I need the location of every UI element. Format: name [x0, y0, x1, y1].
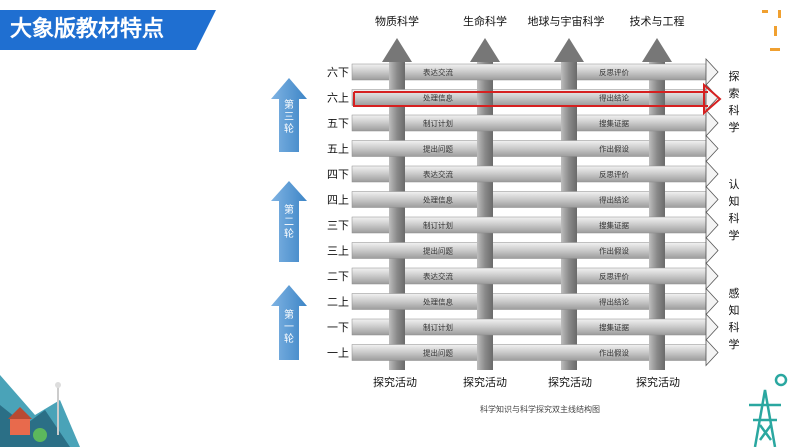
column-header: 地球与宇宙科学	[528, 14, 605, 28]
column-segment	[389, 63, 405, 81]
bottom-label: 探究活动	[373, 375, 417, 389]
activity-label-left: 处理信息	[423, 195, 453, 205]
column-header: 生命科学	[463, 14, 507, 28]
grade-band	[351, 287, 719, 316]
right-category-label: 探索科学	[729, 70, 740, 134]
column-segment	[561, 165, 577, 183]
grade-label: 六下	[327, 66, 349, 79]
activity-label-left: 处理信息	[423, 297, 453, 307]
round-arrow-1: 第一轮	[271, 285, 307, 360]
activity-label-right: 得出结论	[599, 195, 629, 205]
activity-label-left: 制订计划	[423, 220, 453, 230]
slide-title: 大象版教材特点	[0, 10, 196, 50]
column-segment	[389, 318, 405, 336]
column-arrow	[470, 38, 500, 370]
column-segment	[649, 139, 665, 158]
grade-label: 三下	[327, 219, 349, 232]
activity-label-right: 作出假设	[599, 348, 629, 358]
grade-label: 二下	[327, 270, 349, 283]
right-category-label: 认知科学	[729, 178, 740, 242]
activity-label-right: 搜集证据	[599, 322, 629, 332]
grade-label: 三上	[327, 245, 349, 258]
activity-label-left: 制订计划	[423, 322, 453, 332]
column-segment	[649, 343, 665, 362]
column-segment	[477, 190, 493, 209]
column-arrow	[382, 38, 412, 370]
round-arrow-3: 第三轮	[271, 78, 307, 152]
activity-label-right: 得出结论	[599, 93, 629, 103]
column-segment	[477, 139, 493, 158]
grade-label: 一下	[327, 321, 349, 334]
column-header: 物质科学	[375, 14, 419, 28]
column-segment	[389, 267, 405, 285]
grade-label: 一上	[327, 347, 349, 360]
grade-band	[351, 338, 719, 367]
corner-decoration-icon	[762, 10, 781, 51]
column-segment	[649, 292, 665, 311]
column-segment	[561, 63, 577, 81]
activity-label-left: 提出问题	[423, 348, 453, 358]
bottom-label: 探究活动	[636, 375, 680, 389]
column-segment	[649, 241, 665, 260]
round-label: 第二轮	[284, 203, 294, 240]
bottom-label: 探究活动	[463, 375, 507, 389]
activity-label-left: 表达交流	[423, 271, 453, 281]
grade-label: 五上	[327, 143, 349, 156]
landscape-decoration-icon	[0, 375, 80, 447]
slide-title-tail	[196, 10, 216, 50]
grade-band	[351, 83, 719, 112]
grade-label: 四下	[327, 168, 349, 181]
activity-label-left: 处理信息	[423, 93, 453, 103]
grade-label: 二上	[327, 296, 349, 309]
activity-label-right: 反思评价	[599, 271, 629, 281]
grade-label: 五下	[327, 117, 349, 130]
grade-band	[351, 134, 719, 163]
column-segment	[561, 114, 577, 132]
activity-label-right: 反思评价	[599, 169, 629, 179]
grade-label: 六上	[327, 92, 349, 105]
column-segment	[477, 292, 493, 311]
grade-band	[351, 236, 719, 265]
column-segment	[477, 343, 493, 362]
activity-label-right: 得出结论	[599, 297, 629, 307]
column-segment	[561, 267, 577, 285]
column-segment	[389, 114, 405, 132]
column-segment	[389, 216, 405, 234]
column-segment	[561, 318, 577, 336]
column-arrow	[642, 38, 672, 370]
round-arrow-2: 第二轮	[271, 181, 307, 262]
right-category-label: 感知科学	[729, 287, 740, 351]
grade-band	[351, 57, 719, 87]
column-segment	[477, 241, 493, 260]
column-header: 技术与工程	[630, 15, 685, 28]
activity-label-left: 制订计划	[423, 118, 453, 128]
column-segment	[561, 216, 577, 234]
column-segment	[389, 165, 405, 183]
activity-label-right: 搜集证据	[599, 118, 629, 128]
activity-label-left: 表达交流	[423, 169, 453, 179]
highlight-row-frame	[353, 82, 722, 116]
grade-band	[351, 312, 719, 342]
power-tower-icon	[749, 373, 788, 447]
round-label: 第三轮	[284, 98, 294, 135]
column-segment	[649, 190, 665, 209]
activity-label-right: 反思评价	[599, 67, 629, 77]
grade-band	[351, 108, 719, 138]
grade-band	[351, 159, 719, 189]
grade-label: 四上	[327, 194, 349, 207]
round-label: 第一轮	[284, 308, 294, 345]
activity-label-left: 提出问题	[423, 246, 453, 256]
bottom-label: 探究活动	[548, 375, 592, 389]
activity-label-right: 搜集证据	[599, 220, 629, 230]
grade-band	[351, 261, 719, 291]
grade-band	[351, 185, 719, 214]
activity-label-right: 作出假设	[599, 246, 629, 256]
grade-band	[351, 210, 719, 240]
activity-label-left: 提出问题	[423, 144, 453, 154]
diagram-caption: 科学知识与科学探究双主线结构图	[480, 404, 600, 414]
column-arrow	[554, 38, 584, 370]
activity-label-left: 表达交流	[423, 67, 453, 77]
activity-label-right: 作出假设	[599, 144, 629, 154]
